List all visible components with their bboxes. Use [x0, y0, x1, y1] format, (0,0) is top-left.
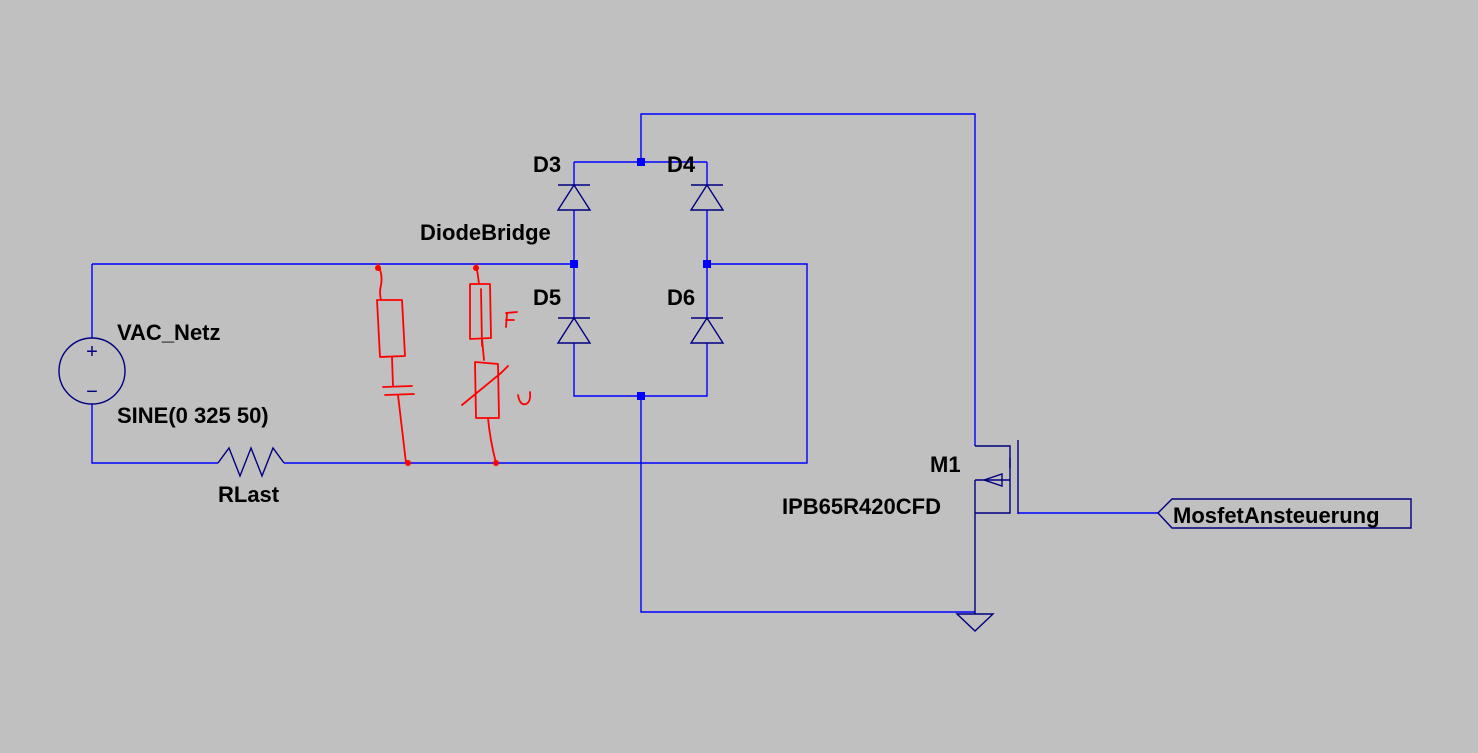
junction-top	[637, 158, 645, 166]
label-d3: D3	[533, 152, 561, 177]
label-mosfet-value: IPB65R420CFD	[782, 494, 941, 519]
diode-d4[interactable]	[689, 183, 725, 211]
resistor-rlast[interactable]	[217, 446, 285, 478]
label-mosfet-name: M1	[930, 452, 961, 477]
label-source-name: VAC_Netz	[117, 320, 221, 345]
wire-left-vertical-bottom	[91, 404, 218, 464]
label-d5: D5	[533, 285, 561, 310]
junction-right	[703, 260, 711, 268]
source-minus-sign: −	[86, 381, 98, 403]
diode-d3[interactable]	[556, 183, 592, 211]
label-d6: D6	[667, 285, 695, 310]
label-load-resistor: RLast	[218, 482, 280, 507]
net-label-mosfet-ansteuerung[interactable]	[1157, 498, 1412, 529]
junction-bottom	[637, 392, 645, 400]
mosfet-m1[interactable]	[974, 440, 1019, 612]
source-plus-sign: +	[86, 341, 98, 363]
diode-d5[interactable]	[556, 316, 592, 344]
wire-bridge-left	[573, 162, 708, 397]
junction-left	[570, 260, 578, 268]
junctions	[570, 158, 711, 400]
diode-d6[interactable]	[689, 316, 725, 344]
wire-ground-feed	[640, 396, 975, 613]
label-diode-bridge: DiodeBridge	[420, 220, 551, 245]
label-net-mosfet-ansteuerung: MosfetAnsteuerung	[1173, 503, 1380, 528]
voltage-source-vac-netz[interactable]: + −	[58, 337, 126, 405]
wires	[91, 113, 1158, 613]
wire-bottom	[284, 263, 808, 464]
handdrawn-fuse-varistor	[461, 263, 532, 466]
label-source-value: SINE(0 325 50)	[117, 403, 269, 428]
handdrawn-rc-snubber	[375, 263, 415, 466]
ground-symbol	[955, 612, 995, 632]
label-d4: D4	[667, 152, 696, 177]
wire-drain-feed	[640, 113, 976, 446]
